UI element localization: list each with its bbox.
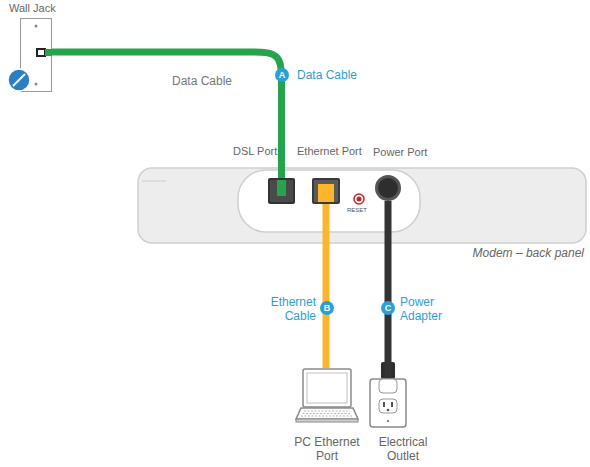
cable-label: Power Adapter: [400, 296, 460, 324]
outlet-drawing: [369, 378, 407, 428]
laptop-drawing: [296, 368, 358, 424]
dsl-port: DSL Port: [268, 178, 295, 204]
cable-caption: Data Cable: [172, 75, 232, 89]
cable: [385, 201, 392, 378]
dslplug-drawing: [270, 180, 293, 202]
electrical-outlet: Electrical Outlet: [369, 378, 407, 428]
jack-drawing: [21, 19, 51, 91]
callout-letter: C: [381, 301, 395, 315]
modem-housing: [138, 168, 586, 243]
reset-label: RESET: [347, 207, 367, 214]
node-label: PC Ethernet Port: [292, 436, 362, 464]
cable-label: Ethernet Cable: [258, 296, 316, 324]
callout-letter: A: [275, 68, 289, 82]
callout-letter: B: [320, 301, 334, 315]
cable-label: Data Cable: [297, 69, 357, 83]
cable: [52, 52, 282, 178]
cable: [323, 204, 330, 368]
ethplug-drawing: [314, 180, 338, 202]
node-label: Power Port: [373, 146, 427, 159]
reset-button: [354, 194, 364, 204]
node-label: DSL Port: [233, 145, 277, 158]
node-label: Modem – back panel: [473, 247, 584, 261]
ethernet-port: Ethernet Port: [312, 178, 340, 204]
node-label: Wall Jack: [9, 2, 56, 15]
laptop: PC Ethernet Port: [296, 368, 358, 424]
node-label: Electrical Outlet: [367, 436, 439, 464]
modem-panel: Modem – back panelDSL PortEthernet PortP…: [138, 168, 586, 243]
node-label: Ethernet Port: [297, 145, 362, 158]
wall-jack: Wall Jack: [20, 18, 52, 92]
power-port: Power Port: [375, 175, 401, 201]
